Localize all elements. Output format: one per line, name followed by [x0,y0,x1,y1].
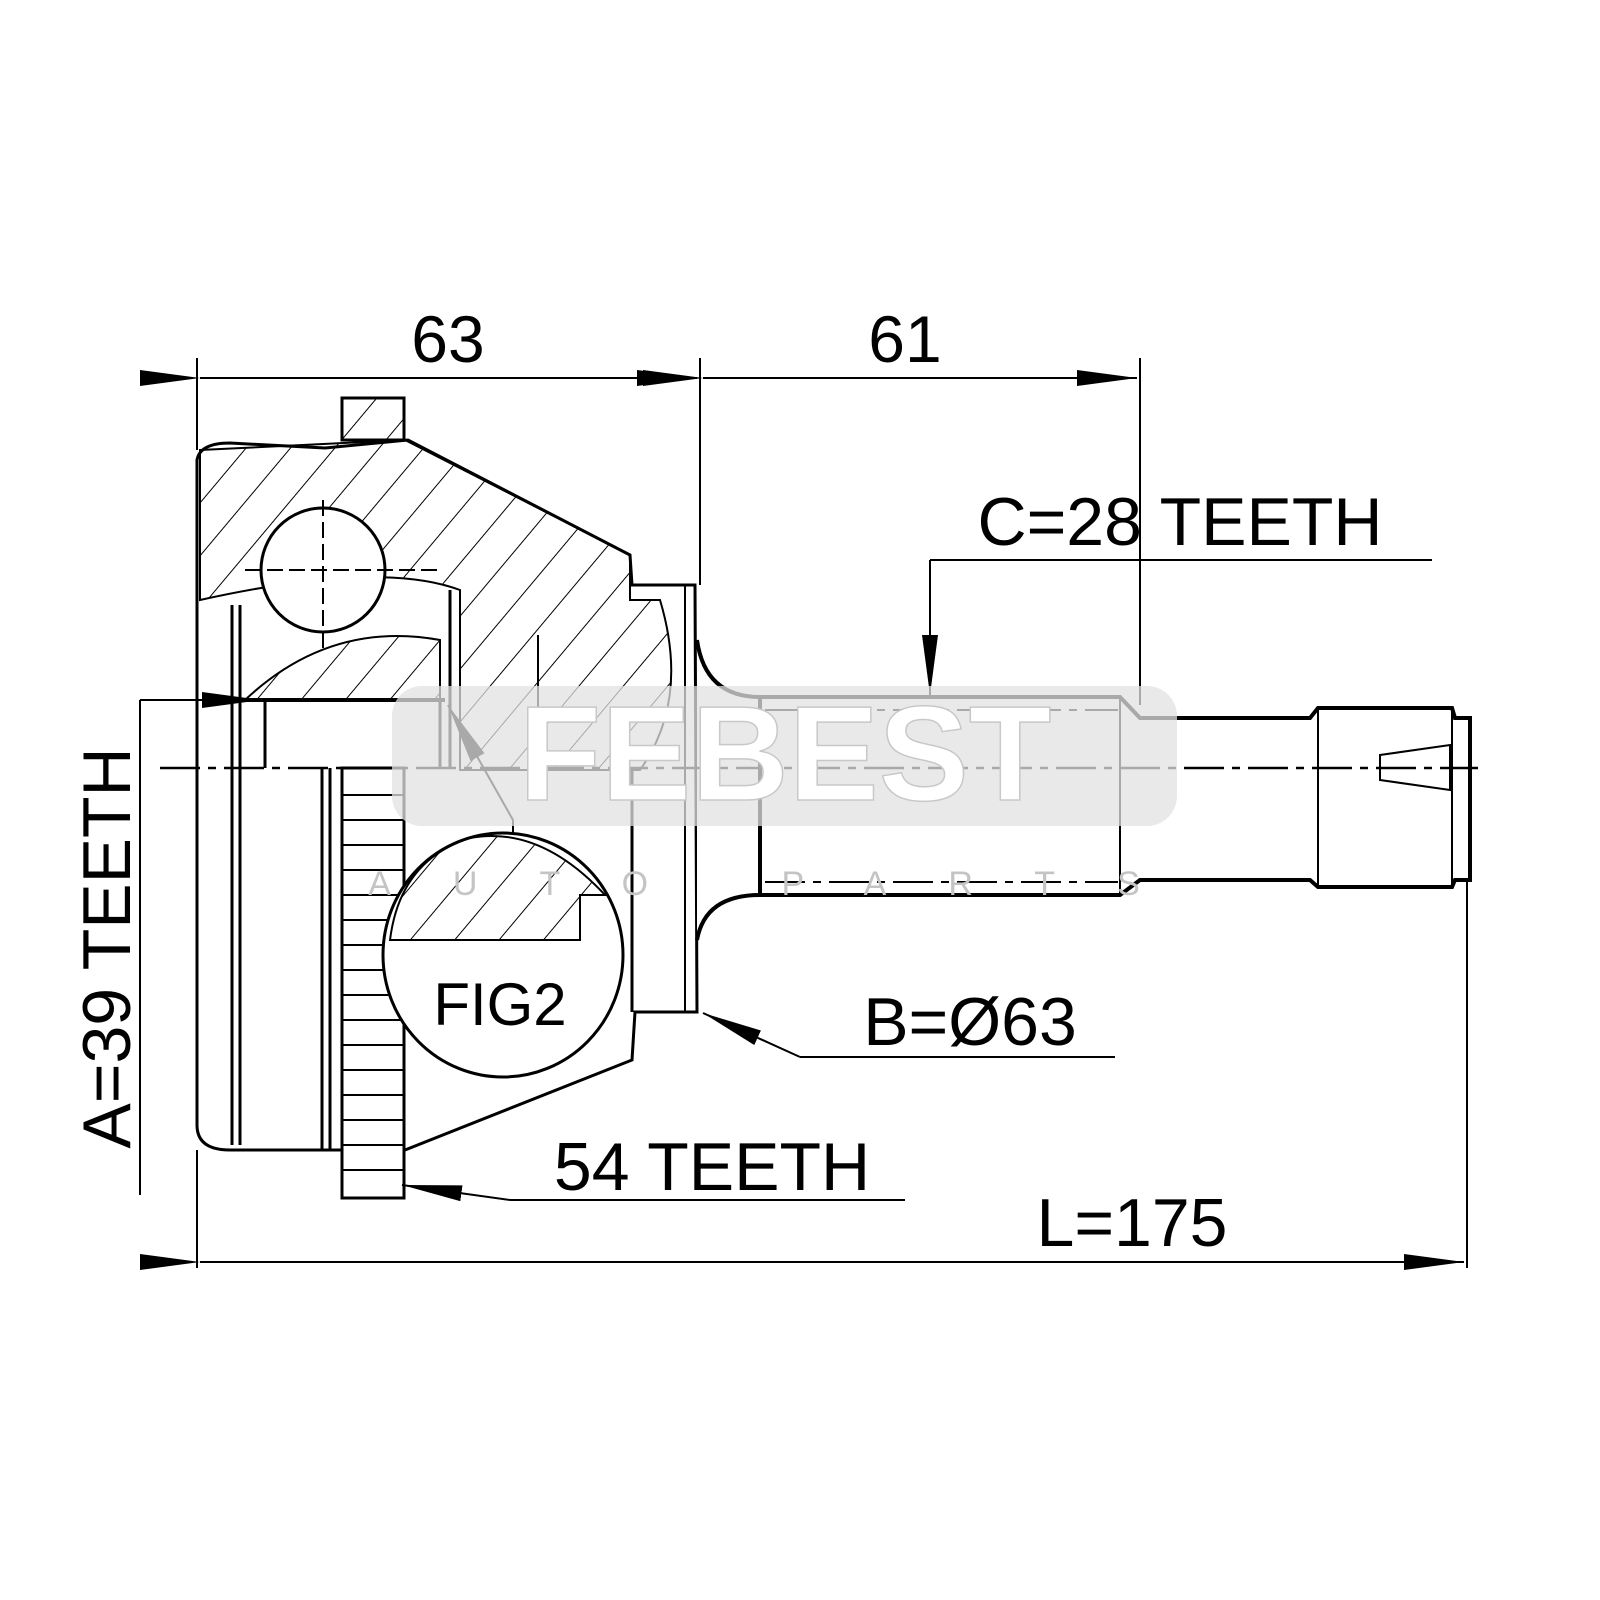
dim-abs-ring: 54 TEETH [554,1129,870,1205]
dim-seal-diameter: B=Ø63 [863,984,1077,1060]
dim-shaft-length: 61 [868,302,941,376]
top-dimensions [140,358,1141,705]
dim-total-length: L=175 [1037,1185,1228,1261]
dim-outer-spline: C=28 TEETH [977,484,1382,560]
outer-spline-leader [922,559,1432,695]
dim-inner-spline: A=39 TEETH [69,747,145,1148]
fig2-label: FIG2 [433,971,566,1038]
abs-ring-leader [401,1184,905,1202]
axle-shaft [695,639,1472,941]
inner-spline-leader [139,692,262,1195]
total-length-dimension [140,880,1468,1270]
outer-housing [195,396,699,1200]
seal-diameter-leader [702,1012,1115,1058]
dim-housing-length: 63 [411,302,484,376]
